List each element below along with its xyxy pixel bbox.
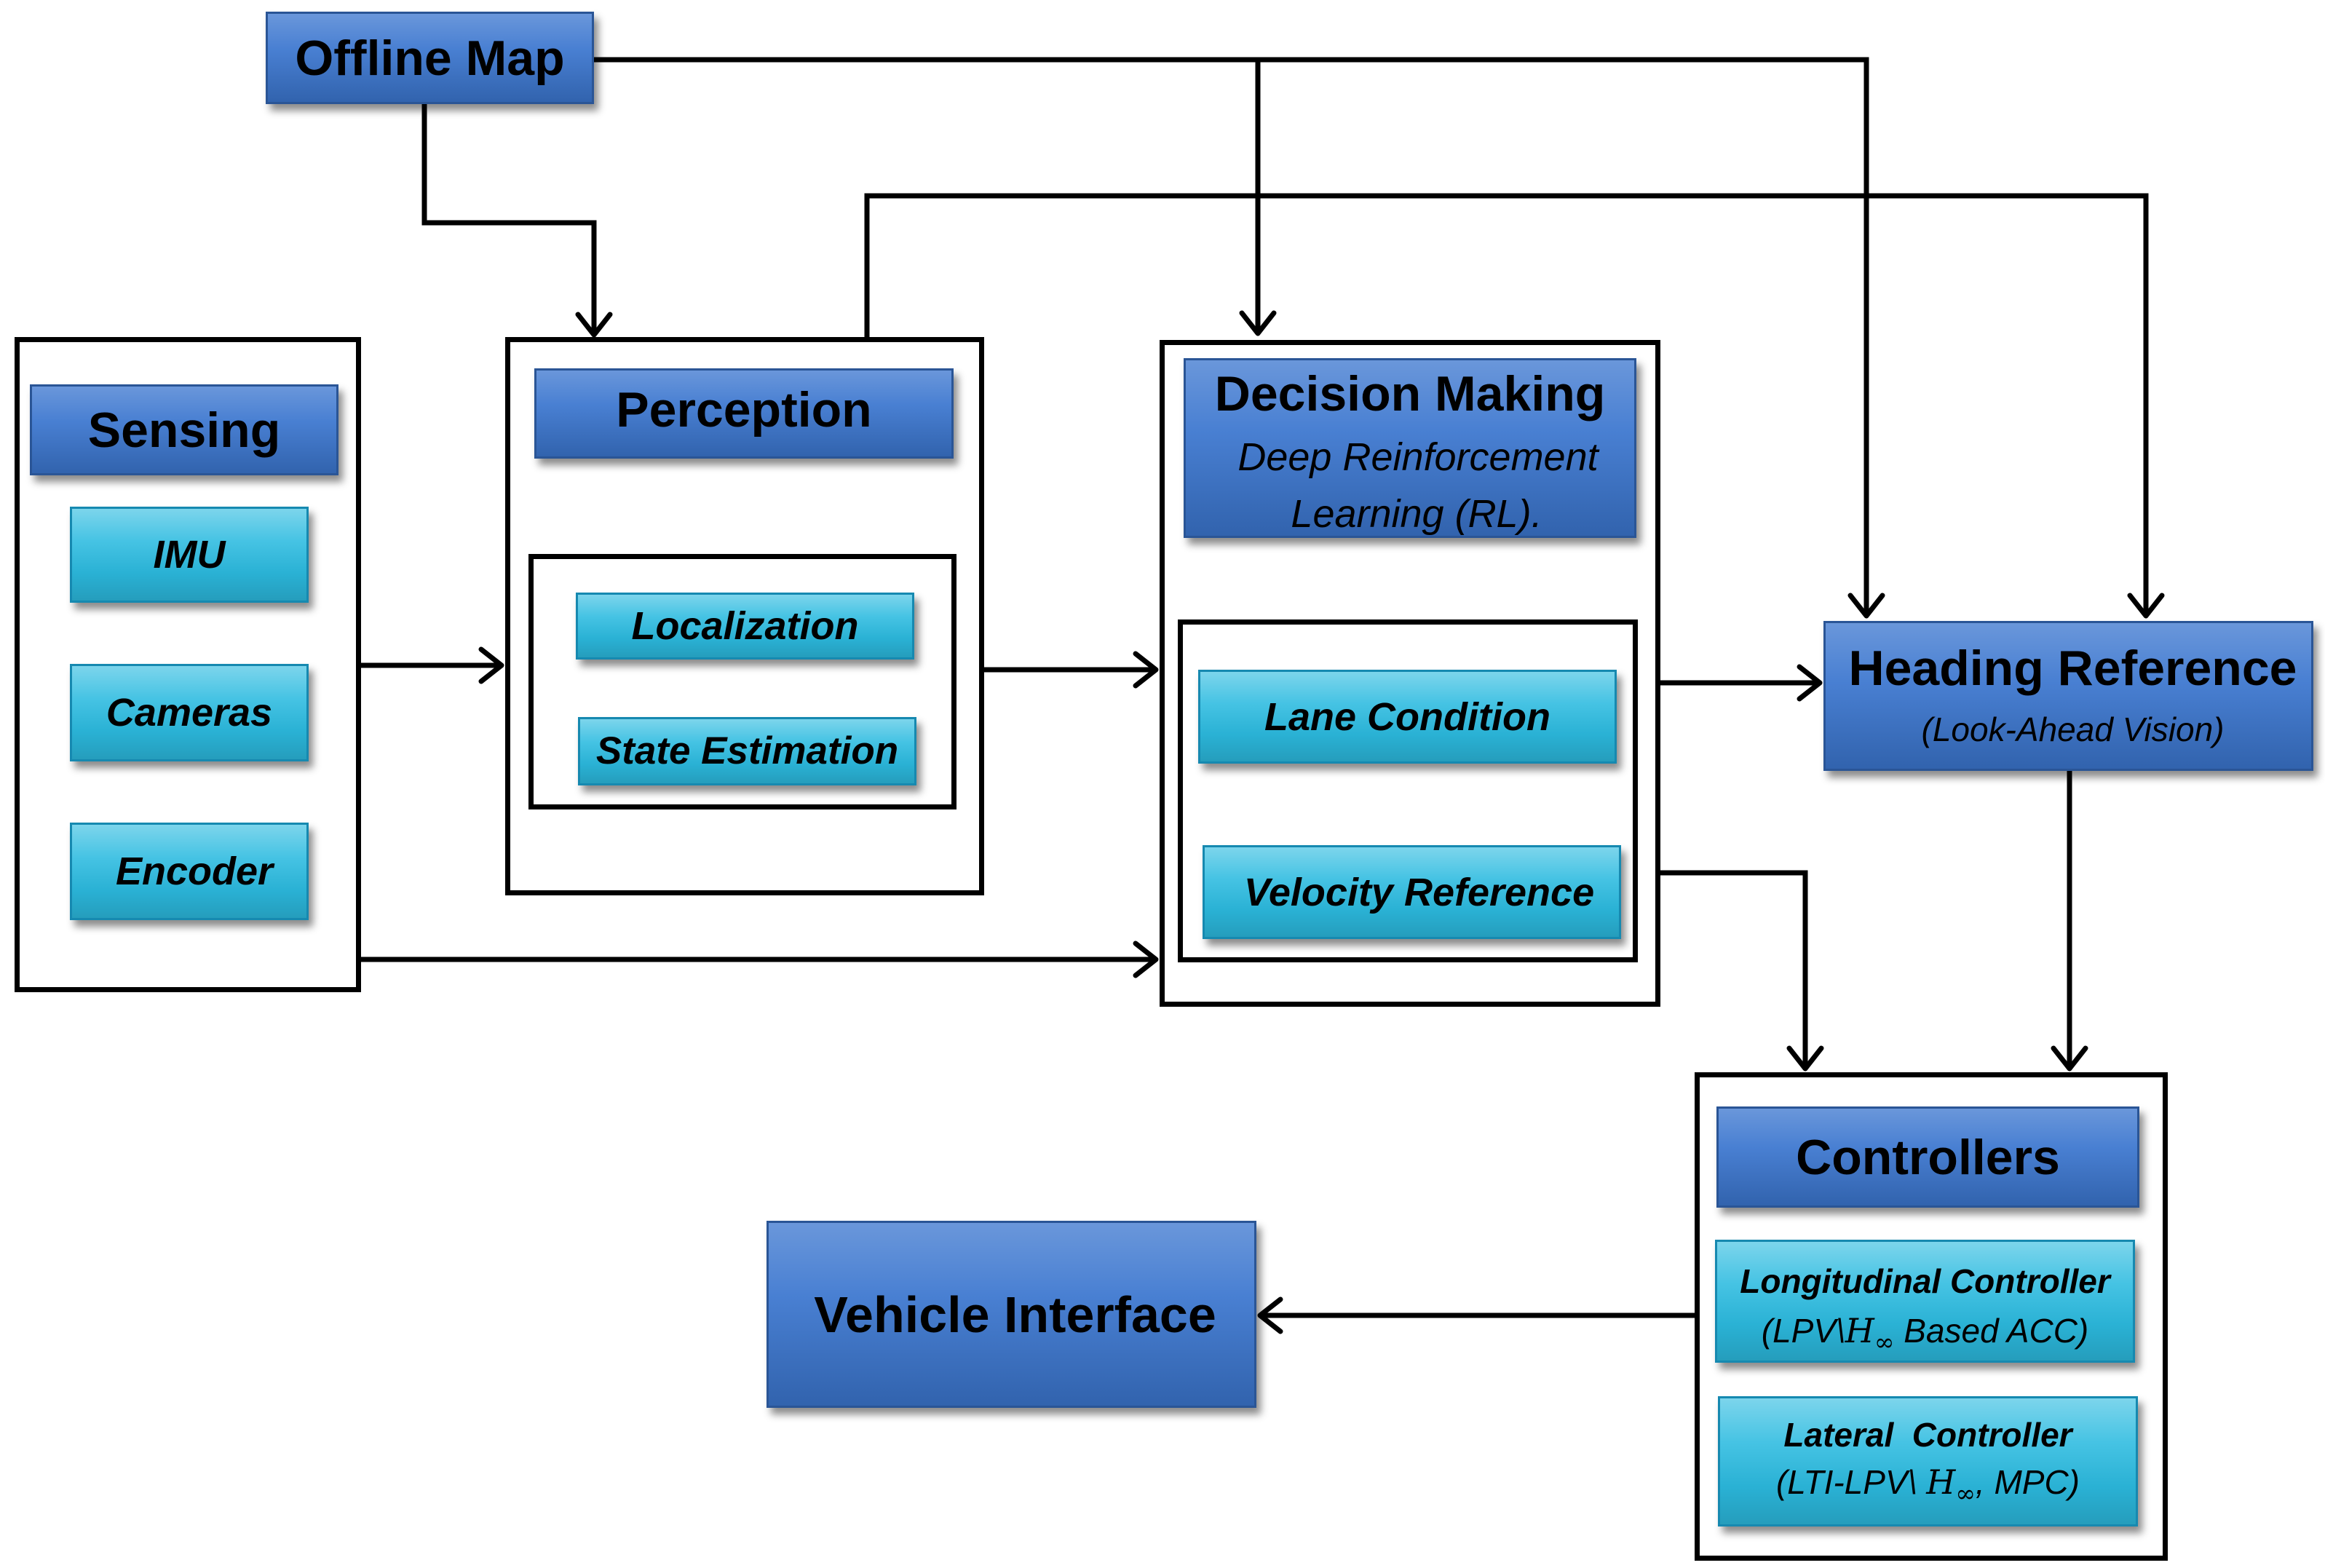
controllers-title: Controllers [1796,1129,2060,1185]
arrowhead [1239,310,1277,336]
perception-title: Perception [616,382,872,437]
sensing-title: Sensing [87,402,281,458]
arrow-offline-map-to-decision-making [1239,60,1277,336]
arrow-offline-map-to-perception [421,104,613,338]
controller-detail-prefix: (LTI-LPV\ [1775,1463,1927,1501]
decision-item-label: Lane Condition [1264,694,1550,739]
arrowhead [1257,1296,1283,1334]
controller-item-detail: (LTI-LPV\ H∞, MPC) [1775,1462,2080,1508]
controller-detail-prefix: (LPV\ [1761,1312,1845,1350]
arrow-perception-to-decision-making [984,651,1159,689]
sensing-item-encoder: Encoder [70,823,309,920]
sensing-item-cameras: Cameras [70,664,309,761]
decision-making-subtitle-line: Learning (RL). [1291,492,1542,536]
decision-item-velocity-reference: Velocity Reference [1203,845,1621,939]
perception-item-label: State Estimation [595,729,899,772]
vehicle-interface-block: Vehicle Interface [767,1221,1256,1408]
arrow-sensing-to-decision-making [361,941,1159,978]
arrow-decision-making-to-heading-reference [1660,664,1823,702]
perception-header: Perception [534,368,954,459]
decision-making-title: Decision Making [1214,366,1606,421]
controller-item-lateral: Lateral Controller (LTI-LPV\ H∞, MPC) [1718,1396,2138,1527]
arrowhead [1786,1045,1824,1072]
offline-map-block: Offline Map [266,12,594,104]
heading-reference-block: Heading Reference (Look-Ahead Vision) [1823,621,2313,771]
arrowhead [1133,651,1159,689]
decision-item-label: Velocity Reference [1243,870,1595,914]
decision-item-lane-condition: Lane Condition [1198,670,1617,764]
sensing-item-label: Encoder [115,850,274,893]
perception-item-state-estimation: State Estimation [578,717,916,785]
controller-detail-suffix: Based ACC) [1894,1312,2089,1350]
arrowhead [1797,664,1823,702]
vehicle-interface-label: Vehicle Interface [814,1286,1216,1343]
arrowhead [478,646,504,684]
controller-detail-suffix: , MPC) [1975,1463,2080,1501]
sensing-item-label: Cameras [106,691,273,734]
heading-reference-subtitle: (Look-Ahead Vision) [1921,710,2225,748]
controllers-header: Controllers [1716,1106,2139,1208]
sensing-header: Sensing [30,384,338,475]
perception-item-localization: Localization [576,593,914,660]
offline-map-label: Offline Map [295,30,565,86]
controller-item-longitudinal: Longitudinal Controller (LPV\H∞ Based AC… [1715,1240,2135,1363]
controller-detail-subscript: ∞ [1874,1327,1895,1356]
arrowhead [2051,1045,2088,1072]
arrowhead [575,312,613,338]
controller-detail-symbol: H [1926,1462,1956,1502]
arrow-decision-making-to-controllers [1660,870,1824,1072]
arrowhead [1133,941,1159,978]
sensing-item-label: IMU [153,533,226,577]
perception-item-label: Localization [631,604,859,648]
arrow-sensing-to-perception [361,646,504,684]
controller-detail-symbol: H [1845,1311,1874,1350]
connector-line [421,104,597,333]
arrowhead [2127,593,2165,619]
arrow-heading-reference-to-controllers [2051,771,2088,1072]
controller-item-detail: (LPV\H∞ Based ACC) [1761,1310,2089,1356]
decision-making-subtitle-line: Deep Reinforcement [1237,435,1599,479]
controller-item-title: Lateral Controller [1783,1416,2072,1454]
controller-item-title: Longitudinal Controller [1740,1262,2110,1300]
arrow-controllers-to-vehicle-interface [1257,1296,1695,1334]
controller-detail-subscript: ∞ [1955,1478,1976,1508]
heading-reference-title: Heading Reference [1848,641,2297,696]
decision-making-header: Decision Making Deep Reinforcement Learn… [1184,358,1636,538]
sensing-item-imu: IMU [70,507,309,603]
connector-line [1660,870,1808,1067]
arrowhead [1847,593,1885,619]
